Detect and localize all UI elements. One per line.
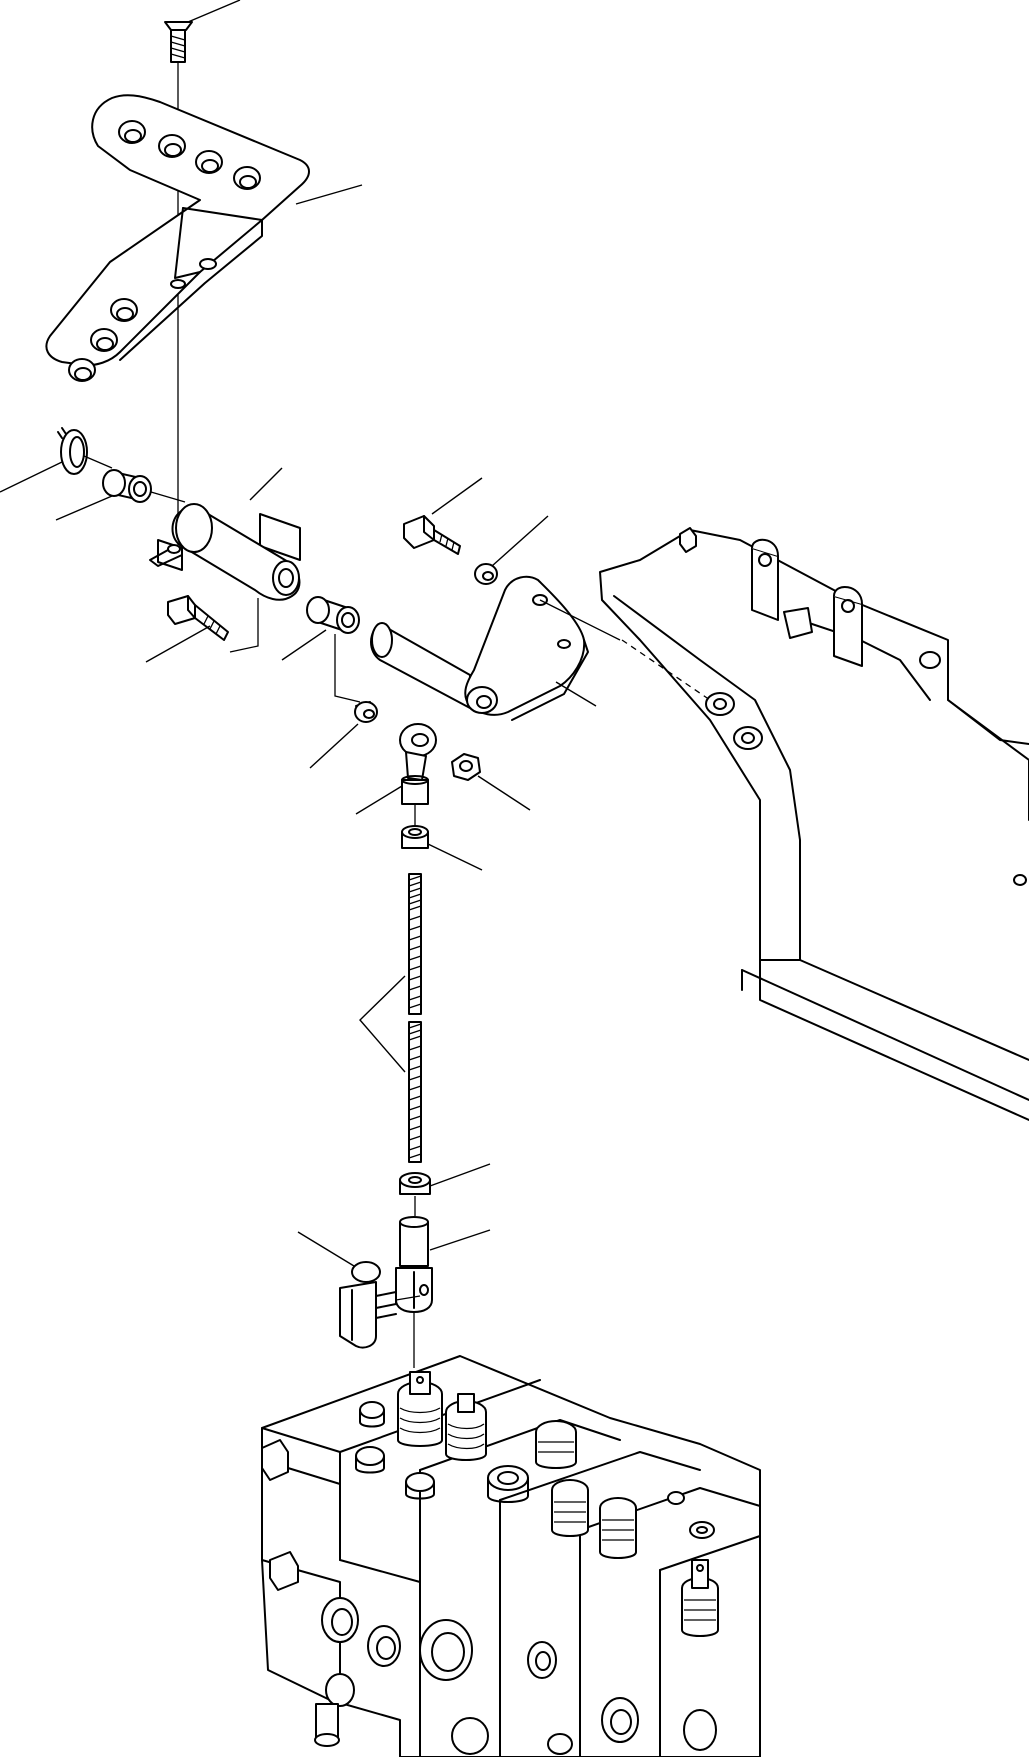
washer (474, 563, 498, 585)
assembly-axis-line (83, 455, 113, 469)
threaded-rod (408, 873, 422, 1015)
hex-plug (667, 1491, 685, 1505)
plate-hole (90, 328, 118, 352)
bushing (306, 596, 360, 634)
valve-port (683, 1709, 717, 1751)
hex-plug (487, 1465, 529, 1503)
pivot-housing (149, 503, 301, 601)
plate-hole (110, 298, 138, 322)
spool-cap (445, 1393, 487, 1461)
leader-line (187, 0, 241, 23)
hex-nut (401, 825, 429, 849)
assembly-axis-line (395, 1295, 421, 1301)
lever-arm (370, 575, 589, 721)
weld-nut (705, 692, 735, 716)
hex-bolt (167, 595, 229, 641)
hex-plug (689, 1521, 715, 1539)
bushing (102, 469, 152, 503)
valve-port (325, 1673, 355, 1707)
assembly-bracket-line (334, 634, 361, 703)
leader-line (0, 461, 63, 493)
leader-line (429, 1163, 491, 1187)
bottom-fitting (314, 1703, 340, 1747)
assembly-bracket-line (229, 598, 259, 653)
leader-line (309, 723, 359, 769)
leader-line (249, 467, 283, 501)
lifting-lug (751, 538, 779, 621)
flat-head-screw (164, 21, 193, 63)
spool-cap (681, 1559, 719, 1637)
clevis-pin-clip (339, 1261, 397, 1349)
leader-line (297, 1231, 355, 1267)
leader-line (427, 843, 483, 871)
assembly-axis-line (150, 491, 186, 503)
plate-hole (158, 134, 186, 158)
plate-hole (68, 358, 96, 382)
machine-frame (599, 527, 1029, 1121)
leader-line (295, 184, 363, 205)
weld-nut (733, 726, 763, 750)
hex-plug (355, 1446, 385, 1474)
leader-line (145, 625, 211, 663)
side-bolt (261, 1439, 299, 1591)
leader-line (55, 495, 113, 521)
spacer-collar (354, 701, 378, 723)
leader-line (281, 629, 327, 661)
lock-nut (451, 753, 481, 781)
valve-port (601, 1697, 639, 1743)
hex-nut (399, 1172, 431, 1195)
spool-cap (599, 1497, 637, 1559)
plate-hole (118, 120, 146, 144)
leader-line (431, 477, 483, 515)
hex-plug (359, 1401, 385, 1428)
valve-port (547, 1733, 573, 1755)
valve-port (527, 1641, 557, 1679)
valve-port (451, 1717, 489, 1755)
spool-cap (535, 1420, 577, 1469)
leader-line (355, 785, 403, 815)
spool-cap (397, 1371, 443, 1447)
hex-bolt (403, 515, 461, 555)
spool-cap (551, 1479, 589, 1537)
snap-ring (57, 427, 88, 475)
leader-line (477, 775, 531, 811)
hex-plug (405, 1472, 435, 1500)
step-plate-bracket (45, 94, 310, 382)
plate-hole (195, 150, 223, 174)
valve-port (321, 1597, 359, 1643)
valve-port (367, 1625, 401, 1667)
leader-line (555, 681, 597, 707)
clevis-yoke (395, 1216, 433, 1313)
valve-port (419, 1619, 473, 1681)
rod-end-ball-joint (399, 723, 437, 805)
leader-line (491, 515, 549, 567)
control-valve-assembly (261, 1355, 761, 1757)
plate-hole (233, 166, 261, 190)
lifting-lug (833, 586, 863, 667)
leader-line (359, 975, 406, 1073)
leader-line (429, 1229, 491, 1251)
threaded-rod (408, 1021, 422, 1163)
assembly-axis-line (539, 599, 621, 641)
